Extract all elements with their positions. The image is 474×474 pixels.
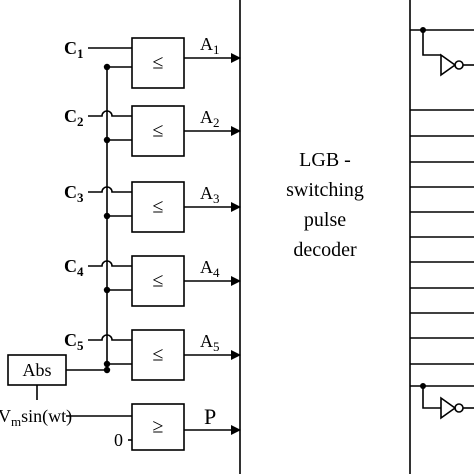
comparator-4-symbol: ≤ xyxy=(153,270,164,292)
output-label-a2: A2 xyxy=(200,107,220,130)
source-label: Vmsin(wt) xyxy=(0,406,72,429)
not-gate-bottom-icon xyxy=(440,396,457,420)
c4-input-wire xyxy=(88,260,132,267)
input-label-c2: C2 xyxy=(64,106,84,129)
output-label-a5: A5 xyxy=(200,331,220,354)
not-gate-bottom-wire xyxy=(422,386,441,409)
input-label-c4: C4 xyxy=(64,256,84,279)
junction-dot xyxy=(103,286,111,294)
junction-dot xyxy=(103,212,111,220)
input-label-c3: C3 xyxy=(64,182,84,205)
comparator-ge xyxy=(131,403,185,451)
junction-dot xyxy=(103,360,111,368)
junction-dot xyxy=(103,136,111,144)
comparator-2-symbol: ≤ xyxy=(153,120,164,142)
c5-input-wire xyxy=(88,334,132,341)
comparator-1 xyxy=(131,37,185,89)
decoder-title-line-1: LGB - xyxy=(299,149,351,171)
c2-input-wire xyxy=(88,110,132,117)
comparator-1-symbol: ≤ xyxy=(153,52,164,74)
p-output-label: P xyxy=(204,404,216,429)
decoder-title-line-2: switching xyxy=(286,179,364,201)
input-label-c5: C5 xyxy=(64,330,84,353)
not-gate-top-wire xyxy=(422,30,441,56)
zero-input-label: 0 xyxy=(114,430,123,450)
output-label-a4: A4 xyxy=(200,257,220,280)
junction-dot xyxy=(103,366,111,374)
decoder-title-line-3: pulse xyxy=(304,209,346,231)
junction-dot xyxy=(420,27,426,33)
decoder-title-line-4: decoder xyxy=(293,239,357,261)
output-label-a1: A1 xyxy=(200,34,220,57)
decoder-block xyxy=(239,0,411,474)
not-gate-top-icon xyxy=(440,53,457,77)
junction-dot xyxy=(420,383,426,389)
input-label-c1: C1 xyxy=(64,38,84,61)
output-label-a3: A3 xyxy=(200,183,220,206)
abs-label: Abs xyxy=(22,360,51,380)
comparator-ge-symbol: ≥ xyxy=(153,416,164,438)
junction-dot xyxy=(103,63,111,71)
comparator-3-symbol: ≤ xyxy=(153,196,164,218)
comparator-5-symbol: ≤ xyxy=(153,344,164,366)
c3-input-wire xyxy=(88,186,132,193)
